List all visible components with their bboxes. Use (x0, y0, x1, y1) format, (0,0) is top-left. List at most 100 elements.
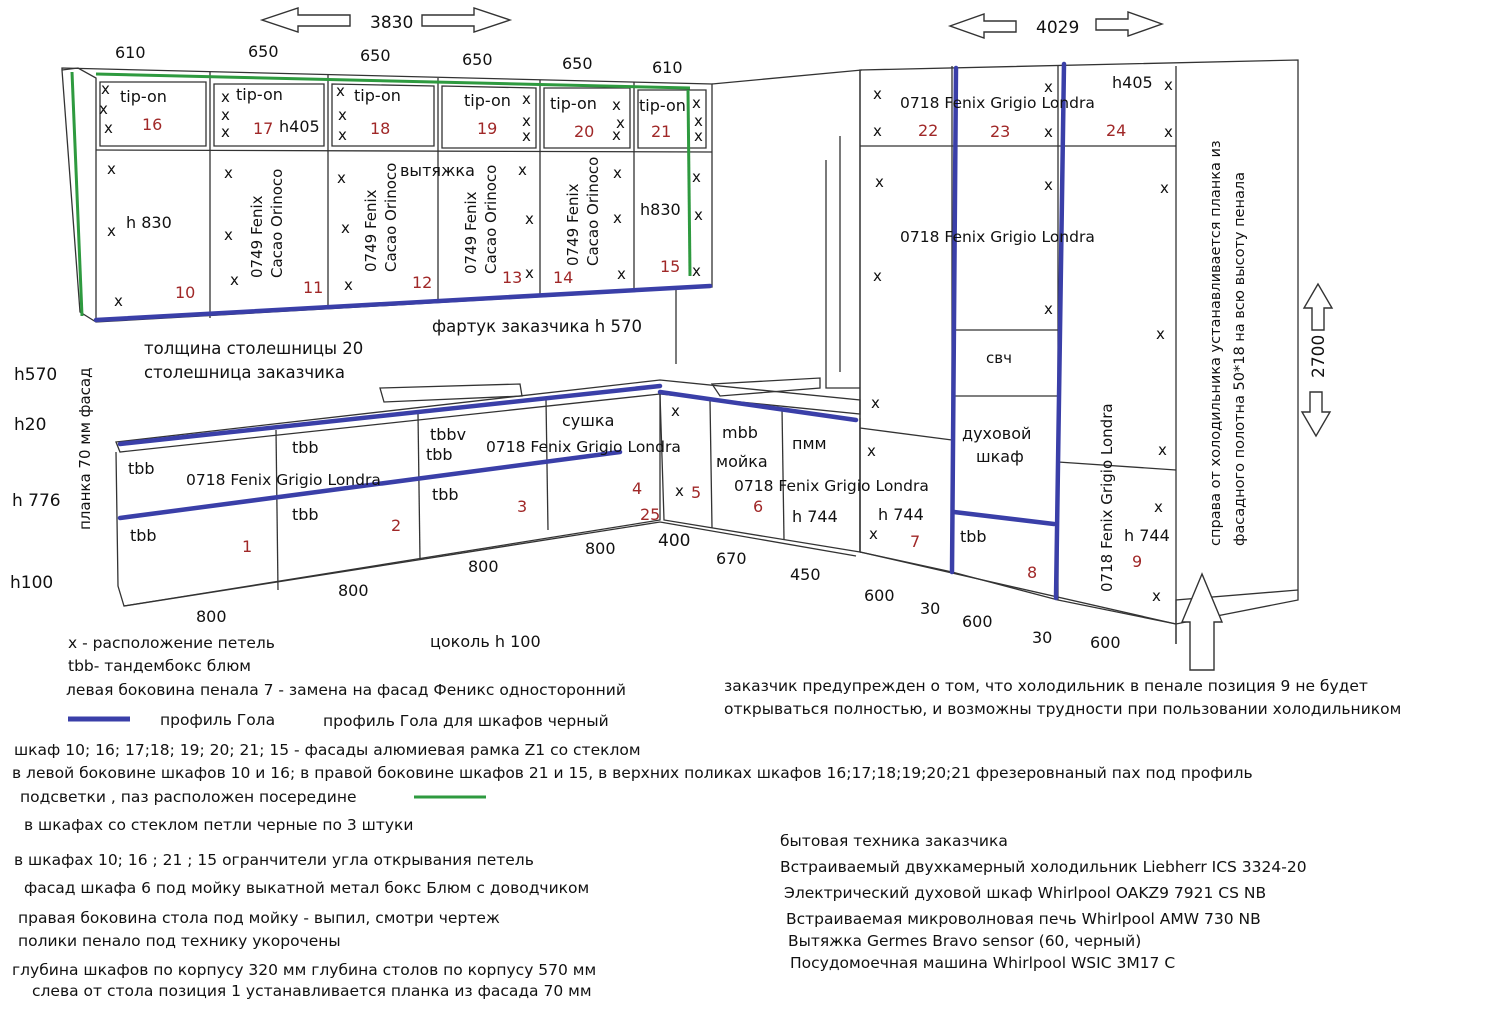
svg-text:x: x (221, 106, 230, 124)
base-fenix-1: 0718 Fenix Grigio Londra (186, 471, 381, 489)
tall-fenix-mid: 0718 Fenix Grigio Londra (900, 228, 1095, 246)
arrow-down-icon (1300, 391, 1332, 438)
svg-text:x: x (336, 82, 345, 100)
label-h776: h 776 (12, 491, 61, 511)
svg-text:x: x (613, 209, 622, 227)
svg-text:x: x (224, 226, 233, 244)
svg-text:Cacao Orinoco: Cacao Orinoco (584, 157, 602, 266)
cab-num-12: 12 (412, 273, 432, 292)
svg-text:x: x (1044, 123, 1053, 141)
svg-text:x: x (341, 219, 350, 237)
tbb-1b: tbb (130, 526, 157, 545)
svg-text:x: x (675, 482, 684, 500)
svg-text:x: x (114, 292, 123, 310)
side-note-2: фасадного полотна 50*18 на всю высоту пе… (1232, 172, 1248, 546)
svg-text:x: x (107, 160, 116, 178)
svg-text:Cacao Orinoco: Cacao Orinoco (482, 165, 500, 274)
appliance-dishwasher: Посудомоечная машина Whirlpool WSIC 3M17… (790, 954, 1176, 972)
legend-sink-box: фасад шкафа 6 под мойку выкатной метал б… (24, 879, 590, 897)
svg-text:x: x (230, 271, 239, 289)
legend-depth: глубина шкафов по корпусу 320 мм глубина… (12, 961, 597, 979)
label-h100: h100 (10, 573, 53, 593)
label-counter-client: столешница заказчика (144, 363, 345, 382)
tbb-2a: tbb (292, 438, 319, 457)
cab-num-1: 1 (242, 537, 252, 556)
fenix-cacao-13: 0749 Fenix Cacao Orinoco (462, 165, 500, 274)
cab-num-15: 15 (660, 257, 680, 276)
label-oven-1: духовой (962, 424, 1031, 443)
svg-text:x: x (873, 85, 882, 103)
svg-text:x: x (873, 122, 882, 140)
svg-text:x: x (1152, 587, 1161, 605)
dim-height-total: 2700 (1309, 335, 1329, 378)
svg-text:0749 Fenix: 0749 Fenix (248, 195, 266, 278)
svg-text:0749 Fenix: 0749 Fenix (564, 183, 582, 266)
dim-base-4: 800 (585, 539, 616, 558)
label-plank: планка 70 мм фасад (76, 368, 94, 531)
appliance-oven: Электрический духовой шкаф Whirlpool OAK… (784, 884, 1267, 902)
svg-text:x: x (344, 276, 353, 294)
dim-upper-1: 610 (115, 43, 146, 62)
svg-text:x: x (101, 80, 110, 98)
tbb-3a: tbb (426, 445, 453, 464)
gola-profiles (93, 61, 1067, 601)
arrow-left-icon (259, 7, 351, 33)
label-microwave: свч (986, 349, 1012, 367)
arrow-left-icon (947, 13, 1017, 39)
cab-num-17: 17 (253, 119, 273, 138)
svg-text:x: x (1044, 78, 1053, 96)
label-plinth: цоколь h 100 (430, 632, 541, 651)
label-h744-6: h 744 (792, 507, 838, 526)
svg-text:Cacao Orinoco: Cacao Orinoco (268, 169, 286, 278)
svg-text:x: x (867, 442, 876, 460)
appliance-hood: Вытяжка Germes Bravo sensor (60, черный) (788, 932, 1142, 950)
dim-upper-2: 650 (248, 42, 279, 61)
legend-plank-pos: слева от стола позиция 1 устанавливается… (32, 982, 592, 1000)
legend-left-side: левая боковина пенала 7 - замена на фаса… (66, 681, 626, 699)
label-h744-7: h 744 (878, 505, 924, 524)
svg-text:x: x (613, 164, 622, 182)
label-hood: вытяжка (400, 161, 475, 180)
cab-num-7: 7 (910, 532, 920, 551)
cab-num-18: 18 (370, 119, 390, 138)
cab-num-5: 5 (691, 483, 701, 502)
svg-text:x: x (338, 126, 347, 144)
dim-right-total: 4029 (1036, 18, 1079, 38)
label-counter-thickness: толщина столешницы 20 (144, 339, 363, 358)
label-dryer: сушка (562, 411, 614, 430)
hinge-marks: x x x x x x x x x x x x x x x x x x x x … (99, 76, 1173, 605)
svg-text:x: x (616, 114, 625, 132)
legend-tbb: tbb- тандембокс блюм (68, 657, 251, 675)
legend-gola-black: профиль Гола для шкафов черный (323, 712, 609, 730)
svg-text:x: x (1156, 325, 1165, 343)
label-oven-2: шкаф (976, 447, 1024, 466)
svg-text:x: x (692, 94, 701, 112)
svg-text:x: x (522, 127, 531, 145)
structure-lines (61, 59, 1299, 644)
dim-base-9: 30 (920, 599, 940, 618)
cab-num-3: 3 (517, 497, 527, 516)
base-fenix-6: 0718 Fenix Grigio Londra (734, 477, 929, 495)
legend-light: подсветки , паз расположен посередине (20, 788, 357, 806)
legend-shelves: полики пенало под технику укорочены (18, 932, 341, 950)
dim-upper-total: 3830 (370, 13, 413, 33)
warning-line-1: заказчик предупрежден о том, что холодил… (724, 677, 1368, 695)
tbbv-3: tbbv (430, 425, 466, 444)
svg-text:x: x (694, 127, 703, 145)
dim-base-1: 800 (196, 607, 227, 626)
svg-text:0749 Fenix: 0749 Fenix (362, 189, 380, 272)
base-fenix-4: 0718 Fenix Grigio Londra (486, 438, 681, 456)
cab-num-21: 21 (651, 122, 671, 141)
legend-hinges-black: в шкафах со стеклом петли черные по 3 шт… (24, 816, 414, 834)
svg-text:x: x (1154, 498, 1163, 516)
legend-gola: профиль Гола (160, 711, 276, 729)
cab-num-13: 13 (502, 268, 522, 287)
cab-num-8: 8 (1027, 563, 1037, 582)
fenix-cacao-11: 0749 Fenix Cacao Orinoco (248, 169, 286, 278)
svg-text:x: x (338, 106, 347, 124)
dim-base-12: 600 (1090, 633, 1121, 652)
dim-base-10: 600 (962, 612, 993, 631)
dim-base-7: 450 (790, 565, 821, 584)
svg-text:x: x (221, 88, 230, 106)
